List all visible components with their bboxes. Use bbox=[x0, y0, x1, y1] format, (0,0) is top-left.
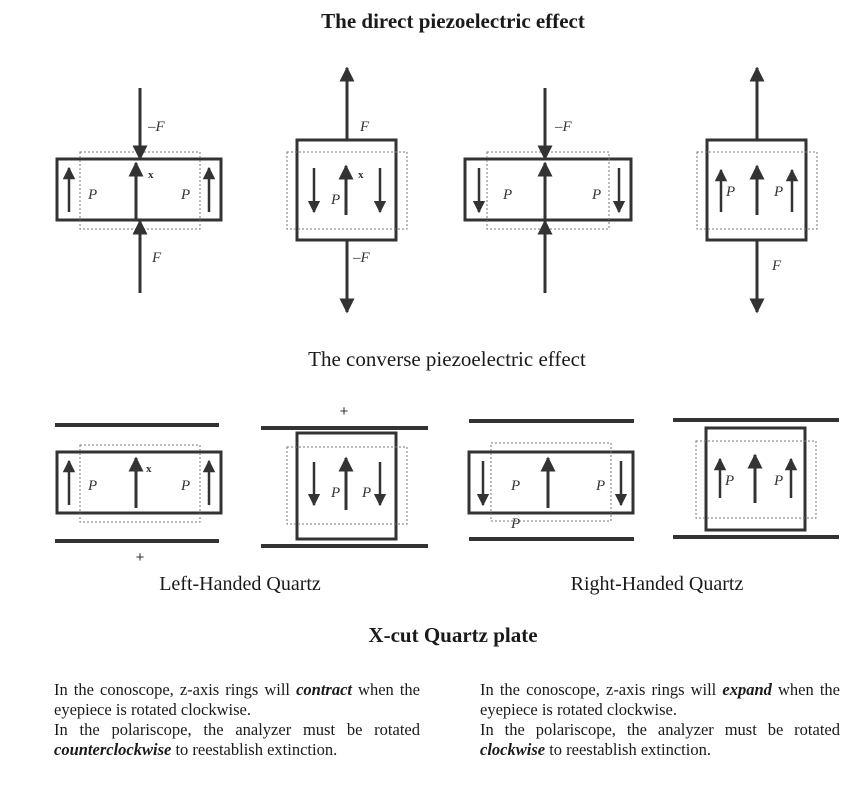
emphasis-expand: expand bbox=[722, 680, 772, 699]
description-text: when the eyepiece is rotated clockwise. bbox=[54, 680, 420, 719]
undeformed-crystal-outline bbox=[79, 444, 201, 523]
polarization-label: P bbox=[330, 192, 340, 208]
polarization-label: P bbox=[724, 473, 734, 489]
polarization-label: P bbox=[773, 184, 783, 200]
force-label: F bbox=[771, 258, 782, 274]
polarization-label: P bbox=[87, 478, 97, 494]
deformed-crystal-outline bbox=[704, 426, 807, 532]
axis-label: x bbox=[358, 169, 364, 181]
direct-lh-tension-diagram bbox=[286, 66, 408, 314]
polarization-label: P bbox=[502, 187, 512, 203]
axis-label: x bbox=[146, 463, 152, 475]
deformed-crystal-outline bbox=[295, 431, 398, 541]
force-label: –F bbox=[147, 119, 166, 135]
undeformed-crystal-outline bbox=[286, 446, 408, 525]
emphasis-counterclockwise: counterclockwise bbox=[54, 740, 172, 759]
direct-rh-tension-diagram bbox=[696, 66, 818, 314]
polarization-label: P bbox=[725, 184, 735, 200]
description-text: In the polariscope, the analyzer must be… bbox=[54, 720, 420, 739]
force-label: F bbox=[359, 119, 370, 135]
deformed-crystal-outline bbox=[463, 157, 633, 222]
caption-right-handed-quartz: Right-Handed Quartz bbox=[571, 573, 744, 595]
emphasis-contract: contract bbox=[296, 680, 352, 699]
title-xcut-plate: X-cut Quartz plate bbox=[368, 623, 537, 647]
polarization-label: P bbox=[180, 478, 190, 494]
emphasis-clockwise: clockwise bbox=[480, 740, 546, 759]
description-text: In the polariscope, the analyzer must be… bbox=[480, 720, 840, 739]
converse-rh-contraction-diagram bbox=[467, 419, 635, 541]
converse-lh-contraction-diagram bbox=[55, 423, 223, 543]
force-label: –F bbox=[352, 250, 371, 266]
polarization-label: P bbox=[87, 187, 97, 203]
undeformed-crystal-outline bbox=[695, 440, 817, 519]
title-direct-effect: The direct piezoelectric effect bbox=[321, 9, 585, 33]
undeformed-crystal-outline bbox=[286, 151, 408, 230]
direct-rh-compression-diagram bbox=[463, 88, 633, 293]
deformed-crystal-outline bbox=[55, 157, 223, 222]
description-text: In the conoscope, z-axis rings will bbox=[54, 680, 297, 699]
title-converse-effect: The converse piezoelectric effect bbox=[308, 347, 586, 371]
description-paragraph: In the polariscope, the analyzer must be… bbox=[480, 720, 840, 760]
description-left-handed: In the conoscope, z-axis rings will cont… bbox=[54, 680, 420, 760]
description-paragraph: In the conoscope, z-axis rings will expa… bbox=[480, 680, 840, 720]
description-paragraph: In the polariscope, the analyzer must be… bbox=[54, 720, 420, 760]
description-text: when the eyepiece is rotated clockwise. bbox=[480, 680, 841, 719]
polarization-label: P bbox=[773, 473, 783, 489]
electrode-plus-label: + bbox=[340, 403, 349, 420]
polarization-label: P bbox=[591, 187, 601, 203]
direct-lh-compression-diagram bbox=[55, 88, 223, 293]
description-right-handed: In the conoscope, z-axis rings will expa… bbox=[480, 680, 840, 760]
description-paragraph: In the conoscope, z-axis rings will cont… bbox=[54, 680, 420, 720]
polarization-label: P bbox=[595, 478, 605, 494]
axis-label: x bbox=[148, 169, 154, 181]
deformed-crystal-outline bbox=[55, 450, 223, 515]
undeformed-crystal-outline bbox=[490, 442, 612, 522]
force-label: –F bbox=[554, 119, 573, 135]
description-text: to reestablish extinction. bbox=[171, 740, 338, 759]
polarization-label: P bbox=[361, 485, 371, 501]
converse-rh-expansion-diagram bbox=[673, 418, 839, 539]
polarization-label: P bbox=[510, 478, 520, 494]
polarization-label: P bbox=[330, 485, 340, 501]
polarization-label: P bbox=[510, 516, 520, 532]
description-text: to reestablish extinction. bbox=[545, 740, 711, 759]
undeformed-crystal-outline bbox=[696, 151, 818, 230]
polarization-label: P bbox=[180, 187, 190, 203]
deformed-crystal-outline bbox=[467, 450, 635, 515]
force-label: F bbox=[151, 250, 162, 266]
caption-left-handed-quartz: Left-Handed Quartz bbox=[159, 573, 321, 595]
description-text: In the conoscope, z-axis rings will bbox=[480, 680, 723, 699]
converse-lh-expansion-diagram bbox=[261, 426, 428, 548]
electrode-plus-label: + bbox=[136, 549, 145, 566]
